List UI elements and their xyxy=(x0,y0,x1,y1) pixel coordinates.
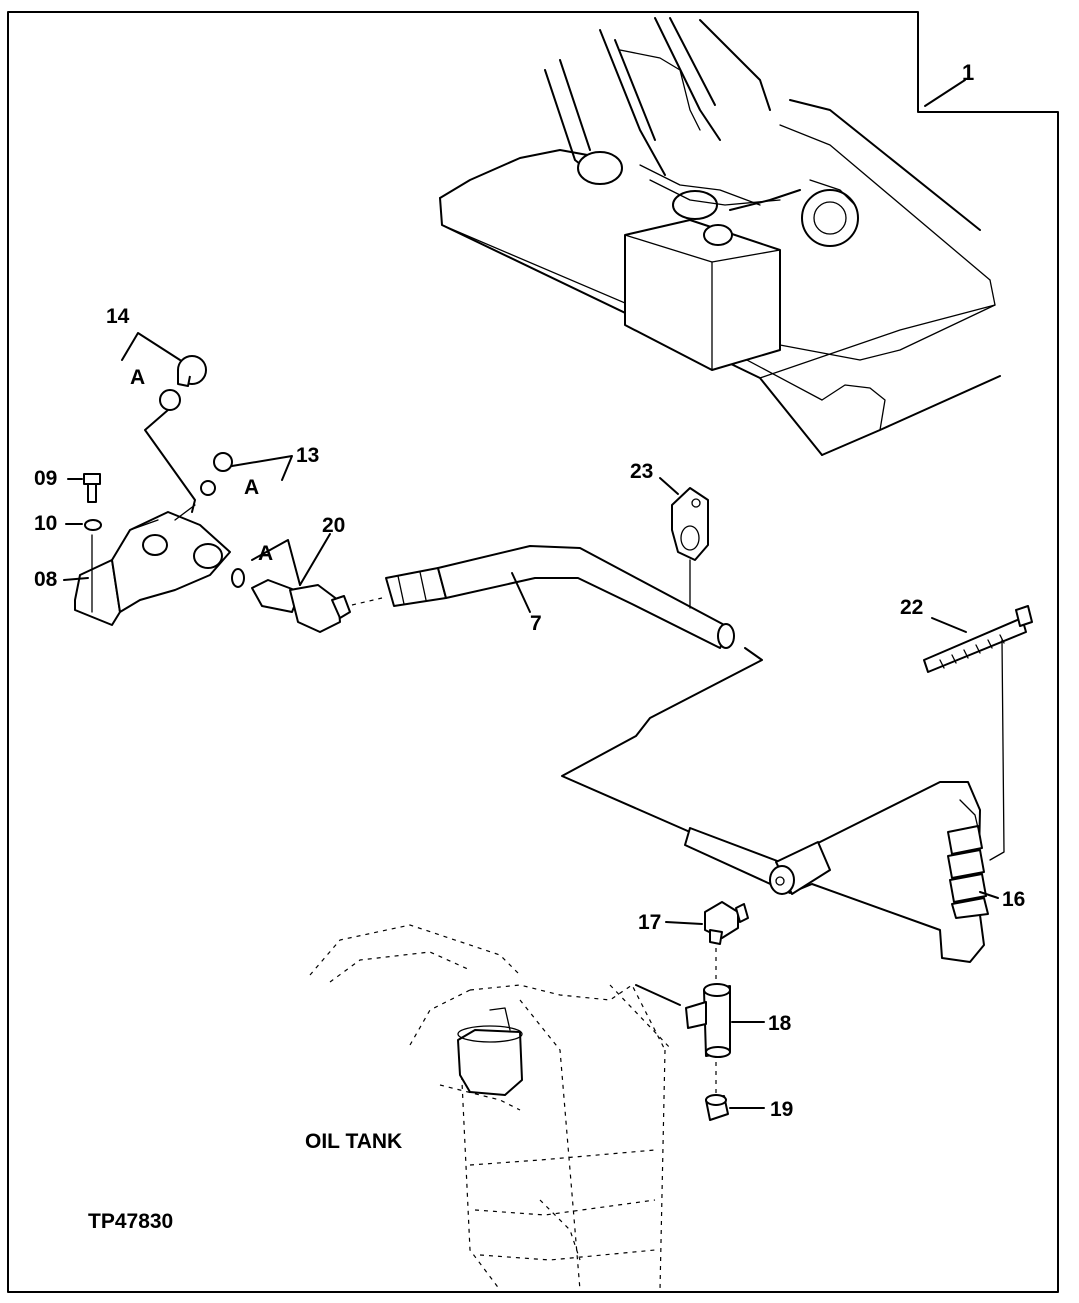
frame-border xyxy=(7,11,1059,1293)
callout-20-leader-a xyxy=(251,539,301,586)
part-09-bolt xyxy=(83,473,101,503)
callout-7-label: 7 xyxy=(530,612,542,635)
callout-14-label: 14 xyxy=(106,305,130,328)
callout-10-label: 10 xyxy=(34,512,57,535)
part-14-knob xyxy=(159,355,207,411)
part-13-fitting xyxy=(200,452,233,496)
part-20-elbow-fitting xyxy=(251,579,351,633)
callout-20-leader xyxy=(299,533,331,586)
callout-16-leader xyxy=(979,891,999,899)
detail-letter-a-20: A xyxy=(258,542,273,565)
oil-tank-illustration xyxy=(309,924,681,1291)
callout-18-label: 18 xyxy=(768,1012,792,1035)
part-10-washer xyxy=(84,519,102,531)
strap-alignment-line xyxy=(989,639,1005,861)
part-18-tee xyxy=(685,983,731,1058)
callout-20-label: 20 xyxy=(322,514,345,537)
callout-23-leader xyxy=(659,477,679,495)
figure-id-label: TP47830 xyxy=(88,1210,173,1233)
callout-22-label: 22 xyxy=(900,596,923,619)
callout-1-leader xyxy=(924,79,966,107)
callout-7-leader xyxy=(511,572,531,613)
part-19-fitting xyxy=(705,1094,729,1121)
callout-14-leader xyxy=(121,332,181,361)
callout-19-label: 19 xyxy=(770,1098,793,1121)
part-7-hose xyxy=(385,545,735,649)
callout-08-leader xyxy=(63,577,89,581)
callout-16-label: 16 xyxy=(1002,888,1025,911)
callout-13-label: 13 xyxy=(296,444,319,467)
callout-09-label: 09 xyxy=(34,467,57,490)
part-22-tie-strap xyxy=(923,605,1033,673)
machine-overview-illustration xyxy=(439,17,1001,456)
detail-letter-a-13: A xyxy=(244,476,259,499)
callout-17-label: 17 xyxy=(638,911,661,934)
callout-17-leader xyxy=(665,921,703,925)
part-17-elbow xyxy=(704,901,749,945)
callout-23-label: 23 xyxy=(630,460,653,483)
detail-letter-a-14: A xyxy=(130,366,145,389)
callout-22-leader xyxy=(931,617,967,633)
oil-tank-label: OIL TANK xyxy=(305,1130,402,1153)
part-16-hose xyxy=(684,781,989,963)
hose-continuation-line xyxy=(561,647,763,833)
part-08-valve-bracket xyxy=(74,504,231,626)
callout-13-leader xyxy=(231,455,293,481)
o-ring xyxy=(231,568,245,588)
callout-1-label: 1 xyxy=(962,60,974,85)
part-23-clamp xyxy=(671,487,709,561)
fitting-alignment-line xyxy=(351,597,383,606)
lever-rod xyxy=(144,409,196,513)
callout-08-label: 08 xyxy=(34,568,58,591)
